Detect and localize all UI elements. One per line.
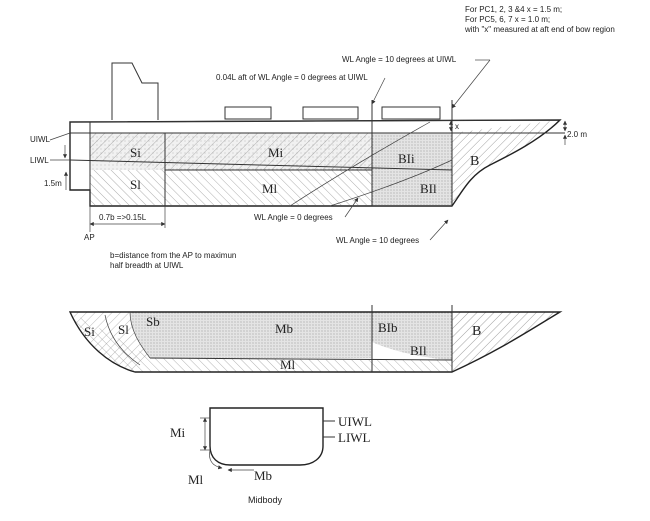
dim-07b: 0.7b =>0.15L [99, 213, 147, 222]
plan-bll-label: BIl [410, 343, 427, 358]
dim-1-5m: 1.5m [44, 179, 62, 188]
b-definition-2: half breadth at UIWL [110, 261, 184, 270]
deck-hatch-3 [381, 106, 441, 120]
wl-angle-0-label: WL Angle = 0 degrees [254, 213, 333, 222]
profile-liwl-label: LIWL [30, 156, 49, 165]
deck-hatch-1 [224, 106, 272, 120]
plan-mb-label: Mb [275, 321, 293, 336]
plan-blb-label: BIb [378, 320, 398, 335]
plan-view: Si Sl Sb Mb BIb BIl B Ml [68, 305, 563, 373]
region-ml-hatch [90, 170, 372, 205]
plan-region-b [452, 312, 560, 372]
plan-sb-label: Sb [146, 314, 160, 329]
midship-section: UIWL LIWL Mi Ml Mb Midbody [170, 407, 372, 505]
dim-2m: 2.0 m [567, 130, 587, 139]
section-mi-label: Mi [170, 425, 186, 440]
section-caption: Midbody [248, 495, 283, 505]
wl-angle-10-label: WL Angle = 10 degrees [336, 236, 419, 245]
top-notes: For PC1, 2, 3 &4 x = 1.5 m; For PC5, 6, … [464, 5, 615, 34]
profile-uiwl-label: UIWL [30, 135, 51, 144]
plan-region-ml [70, 312, 452, 372]
plan-b-label: B [472, 324, 481, 339]
section-outline [209, 407, 324, 466]
plan-ml-label: Ml [280, 357, 296, 372]
region-b-label: B [470, 154, 479, 169]
profile-view: UIWL LIWL 1.5m Si Sl Mi Ml BIi BIl B WL … [30, 55, 587, 270]
x-label: x [455, 122, 459, 131]
section-ml-label: Ml [188, 472, 204, 487]
section-liwl-label: LIWL [338, 430, 371, 445]
region-si-label: Si [130, 145, 141, 160]
region-sl-label: Sl [130, 177, 141, 192]
wl-angle-0-curve [289, 121, 431, 207]
section-mb-label: Mb [254, 468, 272, 483]
section-uiwl-label: UIWL [338, 414, 372, 429]
plan-region-blb [372, 312, 452, 360]
b-definition-1: b=distance from the AP to maximun [110, 251, 236, 260]
note-pc1-4: For PC1, 2, 3 &4 x = 1.5 m; [465, 5, 562, 14]
region-bll-label: BIl [420, 181, 437, 196]
plan-si-label: Si [84, 324, 95, 339]
plan-region-mb [130, 312, 372, 358]
wl-angle-10-uiwl-label: WL Angle = 10 degrees at UIWL [342, 55, 457, 64]
superstructure [111, 62, 159, 120]
region-ml-label: Ml [262, 181, 278, 196]
region-mi-hatch [90, 133, 372, 170]
note-x-measured: with "x" measured at aft end of bow regi… [464, 25, 615, 34]
wl-angle-10-curve [329, 159, 453, 207]
liwl-line [69, 159, 453, 171]
ap-label: AP [84, 233, 95, 242]
region-bli-label: BIi [398, 151, 415, 166]
region-mi-label: Mi [268, 145, 284, 160]
plan-sl-label: Sl [118, 322, 129, 337]
note-pc5-7: For PC5, 6, 7 x = 1.0 m; [465, 15, 550, 24]
deck-hatch-2 [302, 106, 359, 120]
aft-of-wl0-label: 0.04L aft of WL Angle = 0 degrees at UIW… [216, 73, 368, 82]
